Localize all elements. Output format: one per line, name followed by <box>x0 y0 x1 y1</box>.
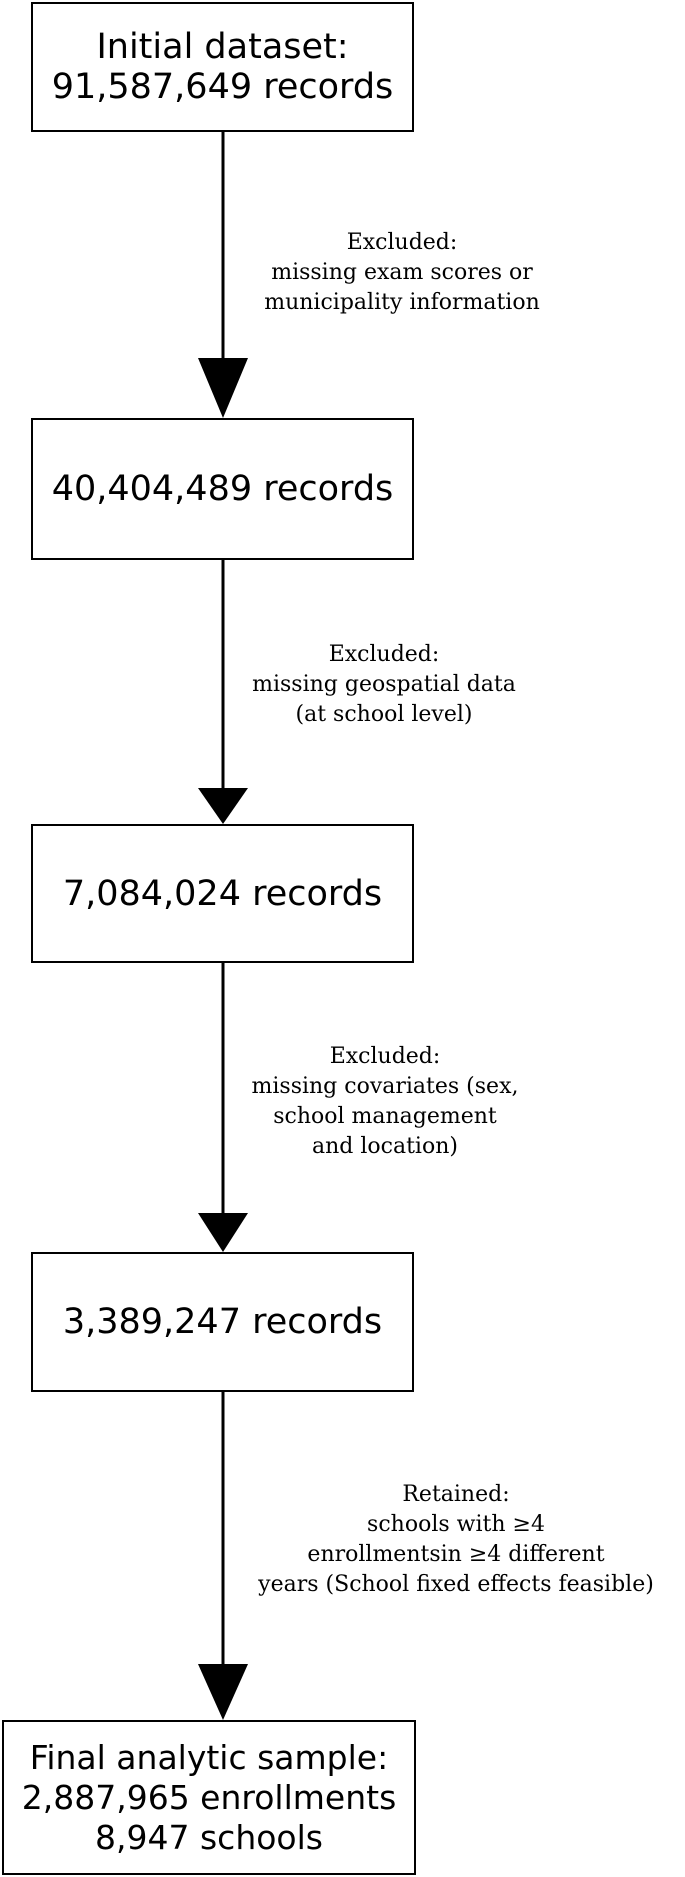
initial-dataset-count: 91,587,649 records <box>51 67 394 107</box>
final-sample-schools: 8,947 schools <box>95 1817 323 1857</box>
exclusion-note-3-heading: Excluded: <box>329 1044 441 1069</box>
exclusion-note-2-heading: Excluded: <box>328 642 440 667</box>
records-box-3: 7,084,024 records <box>31 824 414 963</box>
exclusion-note-1: Excluded: missing exam scores or municip… <box>228 228 576 318</box>
exclusion-note-3: Excluded: missing covariates (sex, schoo… <box>226 1042 544 1162</box>
final-sample-title: Final analytic sample: <box>29 1737 389 1777</box>
retention-note-line2: schools with ≥4 <box>367 1512 545 1537</box>
final-sample-box: Final analytic sample: 2,887,965 enrollm… <box>2 1720 416 1875</box>
exclusion-note-3-line4: and location) <box>312 1134 458 1159</box>
exclusion-note-2: Excluded: missing geospatial data (at sc… <box>226 640 542 730</box>
retention-note-line4: years (School fixed effects feasible) <box>258 1572 654 1597</box>
exclusion-note-2-line2: missing geospatial data <box>252 672 516 697</box>
records-box-4-count: 3,389,247 records <box>62 1302 383 1342</box>
arrow-1 <box>198 132 248 418</box>
exclusion-note-3-line2: missing covariates (sex, <box>251 1074 519 1099</box>
records-box-3-count: 7,084,024 records <box>62 873 383 914</box>
retention-note: Retained: schools with ≥4 enrollmentsin … <box>230 1480 682 1600</box>
exclusion-note-2-line3: (at school level) <box>295 702 473 727</box>
final-sample-enrollments: 2,887,965 enrollments <box>21 1777 397 1817</box>
exclusion-note-1-heading: Excluded: <box>346 230 458 255</box>
exclusion-note-1-line2: missing exam scores or <box>271 260 533 285</box>
initial-dataset-box: Initial dataset: 91,587,649 records <box>31 2 414 132</box>
arrow-2 <box>198 560 248 824</box>
exclusion-note-1-line3: municipality information <box>264 290 540 315</box>
retention-note-line3: enrollmentsin ≥4 different <box>307 1542 605 1567</box>
records-box-2-count: 40,404,489 records <box>51 469 394 509</box>
records-box-2: 40,404,489 records <box>31 418 414 560</box>
arrow-3 <box>198 963 248 1252</box>
initial-dataset-title: Initial dataset: <box>96 27 349 67</box>
retention-note-heading: Retained: <box>402 1482 510 1507</box>
exclusion-note-3-line3: school management <box>273 1104 497 1129</box>
records-box-4: 3,389,247 records <box>31 1252 414 1392</box>
arrow-4 <box>198 1392 248 1720</box>
